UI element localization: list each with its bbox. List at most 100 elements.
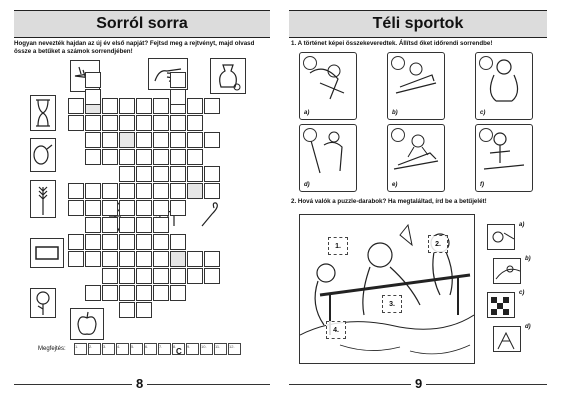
crossword-cell[interactable] (187, 166, 203, 182)
crossword-cell[interactable] (102, 183, 118, 199)
crossword-cell[interactable] (85, 285, 101, 301)
crossword-cell[interactable] (102, 234, 118, 250)
crossword-cell[interactable] (102, 98, 118, 114)
solution-box[interactable]: 5. (130, 343, 143, 355)
crossword-cell[interactable] (187, 251, 203, 267)
crossword-cell[interactable] (170, 251, 186, 267)
crossword-cell[interactable] (204, 166, 220, 182)
crossword-cell[interactable] (119, 166, 135, 182)
solution-box[interactable]: 10. (200, 343, 213, 355)
crossword-cell[interactable] (85, 115, 101, 131)
crossword-cell[interactable] (136, 149, 152, 165)
order-circle[interactable] (391, 56, 405, 70)
solution-box[interactable]: 11. (214, 343, 227, 355)
solution-box[interactable]: 4. (116, 343, 129, 355)
solution-box[interactable]: 2. (88, 343, 101, 355)
crossword-cell[interactable] (119, 217, 135, 233)
crossword-cell[interactable] (119, 268, 135, 284)
order-circle[interactable] (303, 128, 317, 142)
crossword-cell[interactable] (153, 200, 169, 216)
crossword-cell[interactable] (170, 89, 186, 105)
crossword-cell[interactable] (187, 183, 203, 199)
crossword-cell[interactable] (153, 149, 169, 165)
crossword-cell[interactable] (153, 268, 169, 284)
crossword-cell[interactable] (85, 89, 101, 105)
solution-box[interactable]: 7. (158, 343, 171, 355)
crossword-cell[interactable] (102, 268, 118, 284)
crossword-cell[interactable] (136, 115, 152, 131)
puzzle-slot[interactable]: 1. (328, 237, 348, 255)
crossword-cell[interactable] (136, 132, 152, 148)
crossword-cell[interactable] (204, 98, 220, 114)
crossword-cell[interactable] (204, 183, 220, 199)
crossword-cell[interactable] (153, 285, 169, 301)
crossword-cell[interactable] (119, 183, 135, 199)
crossword-cell[interactable] (136, 234, 152, 250)
crossword-cell[interactable] (204, 132, 220, 148)
puzzle-piece[interactable] (493, 258, 521, 284)
order-circle[interactable] (303, 56, 317, 70)
crossword-cell[interactable] (102, 251, 118, 267)
crossword-cell[interactable] (170, 234, 186, 250)
crossword-cell[interactable] (85, 217, 101, 233)
crossword-cell[interactable] (170, 149, 186, 165)
crossword-cell[interactable] (85, 251, 101, 267)
crossword-cell[interactable] (68, 234, 84, 250)
crossword-cell[interactable] (102, 285, 118, 301)
crossword-cell[interactable] (170, 72, 186, 88)
crossword-cell[interactable] (187, 149, 203, 165)
crossword-cell[interactable] (153, 251, 169, 267)
crossword-cell[interactable] (204, 268, 220, 284)
crossword-cell[interactable] (187, 115, 203, 131)
crossword-cell[interactable] (170, 115, 186, 131)
crossword-cell[interactable] (68, 115, 84, 131)
solution-box[interactable]: 6. (144, 343, 157, 355)
crossword-cell[interactable] (170, 183, 186, 199)
crossword-cell[interactable] (119, 251, 135, 267)
crossword-cell[interactable] (68, 98, 84, 114)
puzzle-slot[interactable]: 3. (382, 295, 402, 313)
crossword-cell[interactable] (68, 200, 84, 216)
crossword-cell[interactable] (153, 234, 169, 250)
solution-box[interactable]: 8.C (172, 343, 185, 356)
crossword-cell[interactable] (136, 268, 152, 284)
crossword-cell[interactable] (187, 268, 203, 284)
crossword-cell[interactable] (68, 183, 84, 199)
solution-box[interactable]: 1. (74, 343, 87, 355)
crossword-cell[interactable] (136, 251, 152, 267)
crossword-cell[interactable] (153, 115, 169, 131)
crossword-cell[interactable] (85, 234, 101, 250)
order-circle[interactable] (479, 56, 493, 70)
crossword-cell[interactable] (170, 268, 186, 284)
crossword-cell[interactable] (85, 132, 101, 148)
crossword-cell[interactable] (85, 200, 101, 216)
crossword-cell[interactable] (170, 132, 186, 148)
crossword-cell[interactable] (136, 166, 152, 182)
puzzle-piece[interactable] (493, 326, 521, 352)
solution-box[interactable]: 9. (186, 343, 199, 355)
crossword-cell[interactable] (170, 285, 186, 301)
crossword-cell[interactable] (153, 98, 169, 114)
crossword-cell[interactable] (136, 302, 152, 318)
crossword-cell[interactable] (170, 200, 186, 216)
crossword-cell[interactable] (119, 200, 135, 216)
crossword-cell[interactable] (68, 251, 84, 267)
crossword-cell[interactable] (187, 98, 203, 114)
crossword-cell[interactable] (136, 217, 152, 233)
crossword-cell[interactable] (153, 166, 169, 182)
crossword-cell[interactable] (153, 217, 169, 233)
solution-box[interactable]: 12. (228, 343, 241, 355)
crossword-cell[interactable] (102, 115, 118, 131)
puzzle-piece[interactable] (487, 224, 515, 250)
crossword-cell[interactable] (119, 285, 135, 301)
crossword-cell[interactable] (136, 285, 152, 301)
crossword-cell[interactable] (102, 149, 118, 165)
puzzle-slot[interactable]: 2. (428, 235, 448, 253)
crossword-cell[interactable] (119, 132, 135, 148)
crossword-cell[interactable] (153, 132, 169, 148)
puzzle-piece[interactable] (487, 292, 515, 318)
crossword-cell[interactable] (136, 98, 152, 114)
order-circle[interactable] (391, 128, 405, 142)
crossword-cell[interactable] (119, 234, 135, 250)
crossword-cell[interactable] (102, 132, 118, 148)
